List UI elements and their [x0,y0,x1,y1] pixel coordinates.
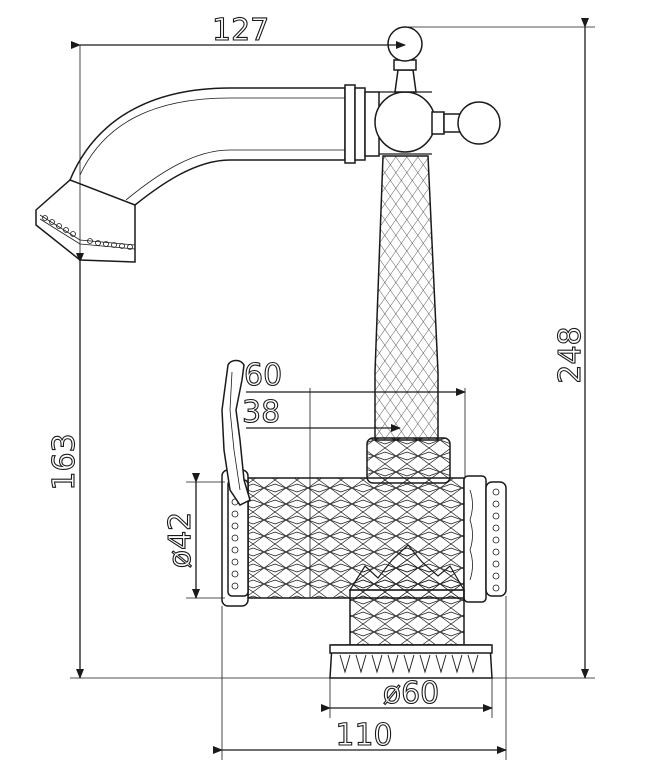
dim-total-height: 248 [553,326,588,383]
dim-spout-reach: 127 [212,13,269,48]
dimension-lines [70,18,595,760]
dim-base-diameter: ø60 [383,676,440,711]
dim-spout-height: 163 [47,433,82,490]
lever-handle [221,359,251,506]
handle-knob [374,91,436,153]
crown-ornament [348,544,466,591]
dim-38: 38 [242,395,280,430]
aerator-dots [42,215,133,250]
stem [349,589,465,646]
dim-body-diameter: ø42 [163,512,198,569]
spout-pipe [69,87,346,206]
dim-body-length: 110 [335,718,392,753]
dimension-labels: 127 248 163 60 38 ø42 ø60 110 [46,12,588,753]
knurled-ring [366,437,451,484]
faucet-outline [35,26,507,679]
dim-60: 60 [244,358,282,393]
